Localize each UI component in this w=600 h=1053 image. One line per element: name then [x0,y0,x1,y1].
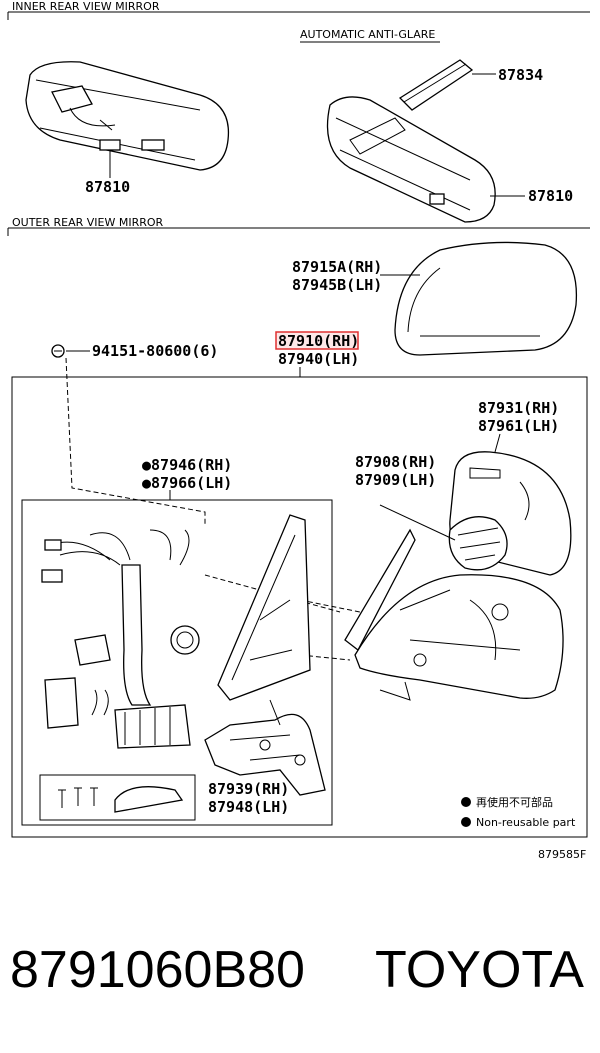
callout-87948: 87948(LH) [208,798,289,816]
screws-subbox [39,774,196,821]
mirror-housing [344,528,564,701]
callout-87939: 87939(RH) [208,780,289,798]
callout-87834: 87834 [498,66,543,84]
legend-bullet-cn [461,797,471,807]
screw-leader-dashed [65,357,206,525]
callout-87966: ●87966(LH) [142,474,232,492]
mirror-motor [448,516,508,571]
callout-87910: 87910(RH) [278,332,359,350]
callout-94151: 94151-80600(6) [92,342,218,360]
inner-mirror-left [25,61,230,178]
highlight-box-87910 [275,331,359,350]
figure-id: 879585F [538,848,586,861]
callout-87931: 87931(RH) [478,399,559,417]
harness-subframe [21,499,333,826]
legend-cn: 再使用不可部品 [476,795,553,809]
part-number: 8791060B80 [10,941,305,999]
assembly-frame [11,376,588,838]
callout-87946: ●87946(RH) [142,456,232,474]
mirror-bracket [204,699,326,796]
explode-dash-1 [204,574,341,613]
mirror-base-gasket [217,514,311,701]
brand-name: TOYOTA [375,941,584,999]
section-title-outer: OUTER REAR VIEW MIRROR [12,216,164,229]
callout-87961: 87961(LH) [478,417,559,435]
screws-set-icon [58,786,184,813]
callout-87810-right: 87810 [528,187,573,205]
callout-87940: 87940(LH) [278,350,359,368]
legend-en: Non-reusable part [476,816,576,829]
footer: 8791060B80 TOYOTA [0,930,600,1020]
callout-87915a: 87915A(RH) [292,258,382,276]
section-title-inner: INNER REAR VIEW MIRROR [12,0,160,13]
callout-87945b: 87945B(LH) [292,276,382,294]
mirror-cover [380,241,578,356]
explode-dash-2 [299,599,361,613]
legend-bullet-en [461,817,471,827]
callout-87908: 87908(RH) [355,453,436,471]
wire-harness [41,529,200,749]
screw-icon [51,344,90,358]
callout-87810-left: 87810 [85,178,130,196]
glass-leader [494,433,501,453]
callout-87909: 87909(LH) [355,471,436,489]
inner-mirror-right [326,59,525,223]
motor-leader [379,504,456,541]
parts-diagram: INNER REAR VIEW MIRROR AUTOMATIC ANTI-GL… [7,0,590,861]
anti-glare-label: AUTOMATIC ANTI-GLARE [300,28,435,41]
